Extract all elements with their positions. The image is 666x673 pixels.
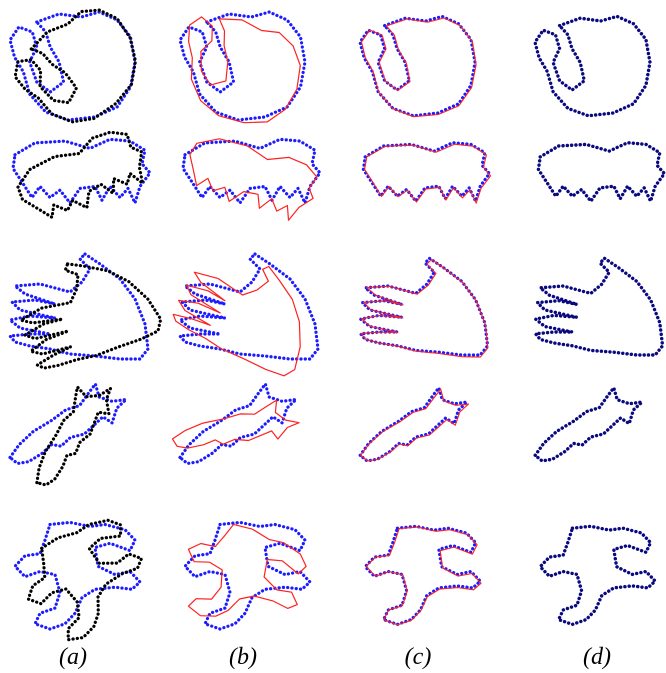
row5-d-result-contour	[538, 524, 657, 627]
row1-d-result-contour	[533, 14, 652, 118]
caption-b: (b)	[229, 644, 257, 670]
row5-a-source-contour	[26, 518, 144, 642]
row2-a-target-contour	[11, 137, 152, 205]
row1-a-source-contour	[13, 8, 138, 124]
row1-b-estimate-contour	[188, 16, 301, 124]
panel-grid	[8, 8, 666, 642]
row3-b-estimate-contour	[172, 265, 301, 377]
row3-b-target-contour	[178, 252, 320, 361]
row2-a-source-contour	[16, 130, 145, 219]
row2-b-target-contour	[181, 137, 322, 205]
row3-c-registered-contour	[360, 258, 489, 358]
row4-b-estimate-contour	[171, 399, 300, 449]
row1-c-registered-contour	[360, 17, 477, 118]
caption-c: (c)	[404, 644, 432, 670]
row5-b-estimate-contour	[187, 523, 307, 617]
row3-a-source-contour	[19, 262, 163, 370]
row5-a-target-contour	[13, 520, 142, 631]
caption-d: (d)	[583, 644, 611, 670]
row3-c-target-contour	[359, 256, 490, 357]
row1-a-target-contour	[8, 10, 137, 122]
row4-b-target-contour	[178, 382, 298, 466]
row3-a-target-contour	[8, 252, 150, 361]
row4-c-target-contour	[358, 386, 469, 463]
row2-c-target-contour	[361, 141, 491, 203]
caption-a: (a)	[59, 644, 87, 670]
row4-d-result-contour	[533, 386, 644, 463]
row1-b-target-contour	[178, 10, 307, 122]
row1-c-target-contour	[358, 14, 477, 118]
row2-d-result-contour	[536, 141, 666, 203]
row3-d-result-contour	[533, 256, 665, 357]
row5-c-registered-contour	[365, 526, 482, 626]
row5-b-target-contour	[183, 520, 312, 631]
row4-a-source-contour	[35, 385, 113, 487]
row2-c-registered-contour	[364, 143, 492, 204]
row4-c-registered-contour	[360, 388, 470, 462]
row2-b-estimate-contour	[189, 138, 318, 221]
